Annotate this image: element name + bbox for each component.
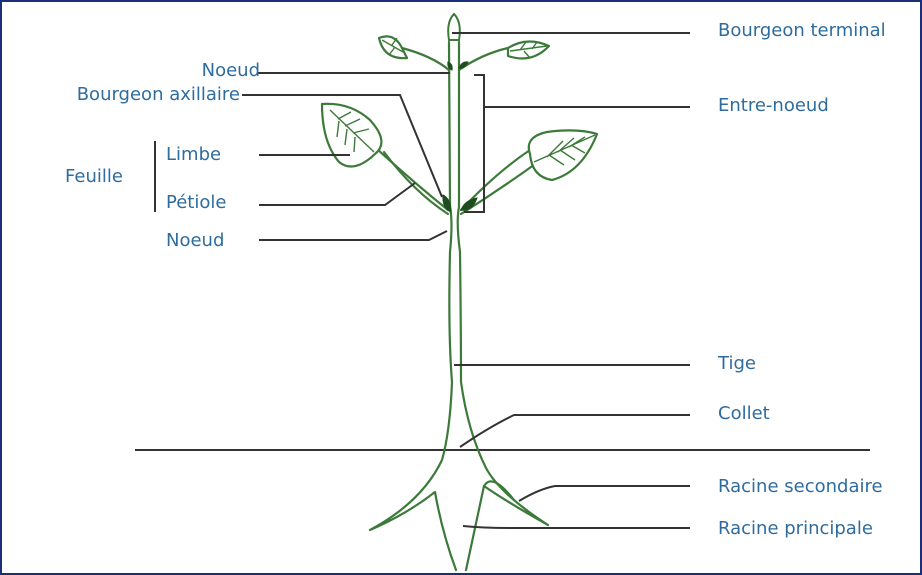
label-feuille: Feuille — [65, 166, 123, 188]
leader-noeud-bottom — [259, 231, 447, 240]
label-noeud-top: Noeud — [142, 60, 260, 82]
label-petiole: Pétiole — [166, 192, 226, 214]
label-entre-noeud: Entre-noeud — [718, 95, 829, 117]
label-bourgeon-axillaire: Bourgeon axillaire — [30, 84, 240, 106]
leaf-top-left — [379, 36, 407, 58]
label-racine-principale: Racine principale — [718, 518, 873, 540]
label-racine-secondaire: Racine secondaire — [718, 476, 883, 498]
label-collet: Collet — [718, 403, 770, 425]
leader-racine-principale — [463, 526, 690, 528]
label-tige: Tige — [718, 353, 756, 375]
leaf-left-large — [322, 104, 381, 167]
label-bourgeon-terminal: Bourgeon terminal — [718, 20, 886, 42]
leader-collet — [460, 415, 690, 447]
stem-and-roots — [370, 42, 548, 570]
terminal-bud-shape — [448, 14, 460, 40]
label-limbe: Limbe — [166, 144, 221, 166]
entre-noeud-bracket — [464, 75, 484, 212]
leaf-right-large — [529, 130, 597, 180]
leader-lines — [242, 33, 690, 528]
leader-racine-secondaire — [519, 486, 690, 501]
label-noeud-bottom: Noeud — [166, 230, 224, 252]
leader-petiole — [259, 183, 415, 205]
